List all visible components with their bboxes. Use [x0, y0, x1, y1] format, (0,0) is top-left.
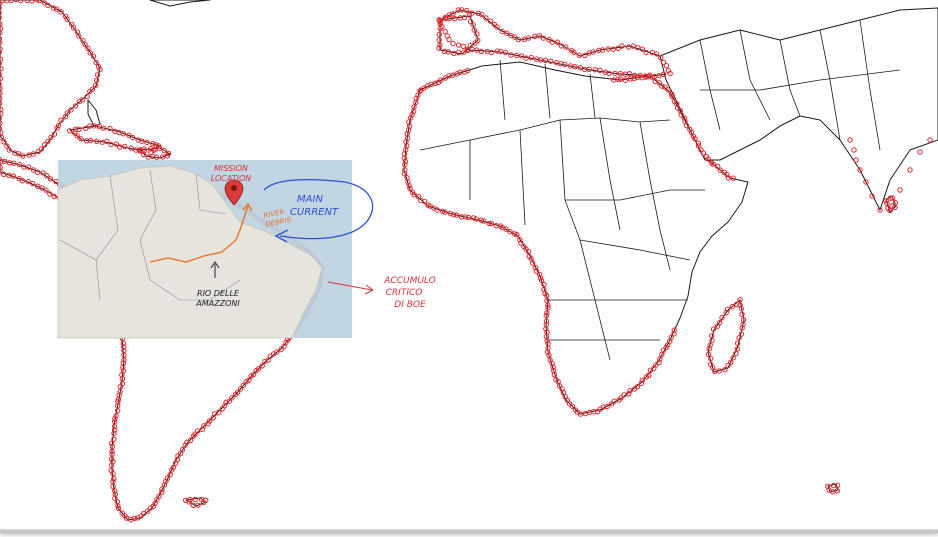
river-label-line2: AMAZZONI — [195, 299, 240, 308]
main-current-line1: MAIN — [297, 194, 323, 205]
accumulation-line2: CRITICO — [386, 288, 423, 298]
mission-label-line2: LOCATION — [211, 174, 252, 183]
accumulation-line1: ACCUMULO — [383, 276, 436, 286]
river-label-line1: RIO DELLE — [197, 289, 240, 298]
accumulation-line3: DI BOE — [394, 300, 426, 310]
buoy-marker — [898, 188, 902, 192]
inset-map: RIO DELLE AMAZZONI — [58, 160, 352, 338]
main-current-line2: CURRENT — [290, 207, 339, 218]
florida — [88, 100, 100, 126]
buoy-marker — [918, 150, 922, 154]
north-america-top — [150, 0, 210, 6]
buoy-marker — [908, 168, 912, 172]
mission-label-line1: MISSION — [214, 164, 248, 173]
